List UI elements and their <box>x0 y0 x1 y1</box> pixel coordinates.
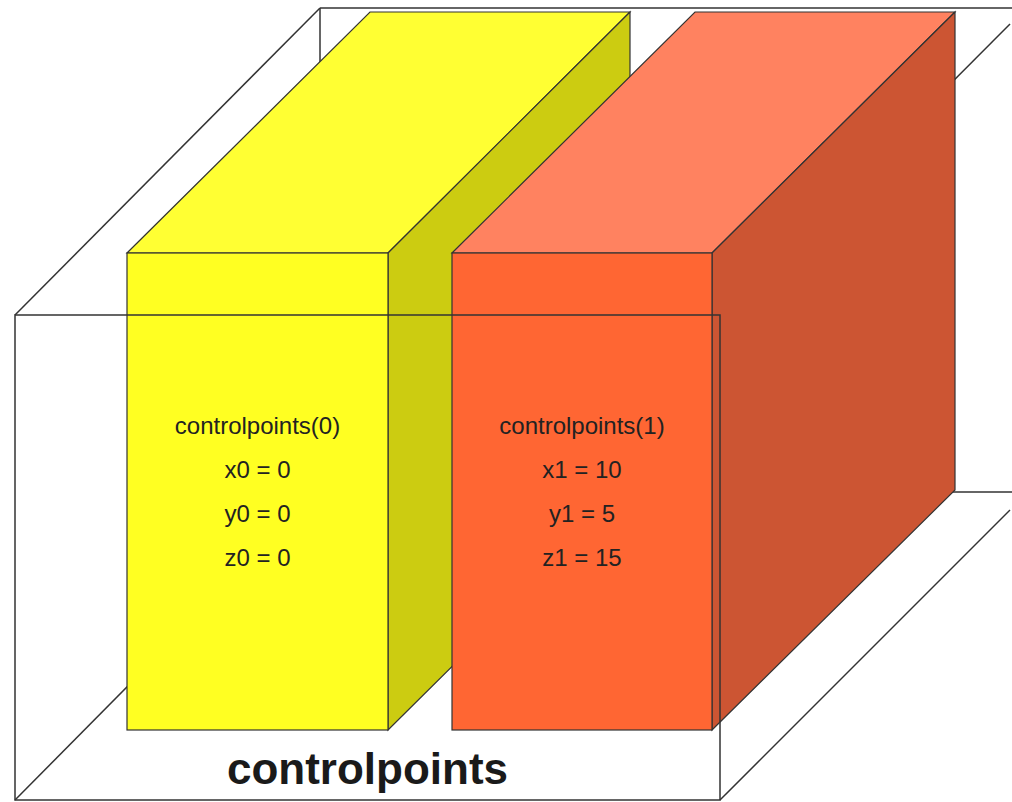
box-heading: controlpoints(0) <box>175 404 340 448</box>
orange-box <box>452 12 955 730</box>
coordinate-value: y1 = 5 <box>549 492 615 536</box>
coordinate-value: x0 = 0 <box>224 448 290 492</box>
control-point-box: controlpoints(0)x0 = 0y0 = 0z0 = 0 <box>127 253 388 730</box>
container-box: controlpoints controlpoints(0)x0 = 0y0 = … <box>15 315 720 800</box>
container-front-face <box>15 315 720 800</box>
box-heading: controlpoints(1) <box>499 404 664 448</box>
control-point-box: controlpoints(1)x1 = 10y1 = 5z1 = 15 <box>452 253 712 730</box>
container-label: controlpoints <box>15 744 720 794</box>
coordinate-value: x1 = 10 <box>542 448 621 492</box>
coordinate-value: z0 = 0 <box>224 536 290 580</box>
container-back-edges <box>15 8 1012 800</box>
coordinate-value: z1 = 15 <box>542 536 621 580</box>
coordinate-value: y0 = 0 <box>224 492 290 536</box>
